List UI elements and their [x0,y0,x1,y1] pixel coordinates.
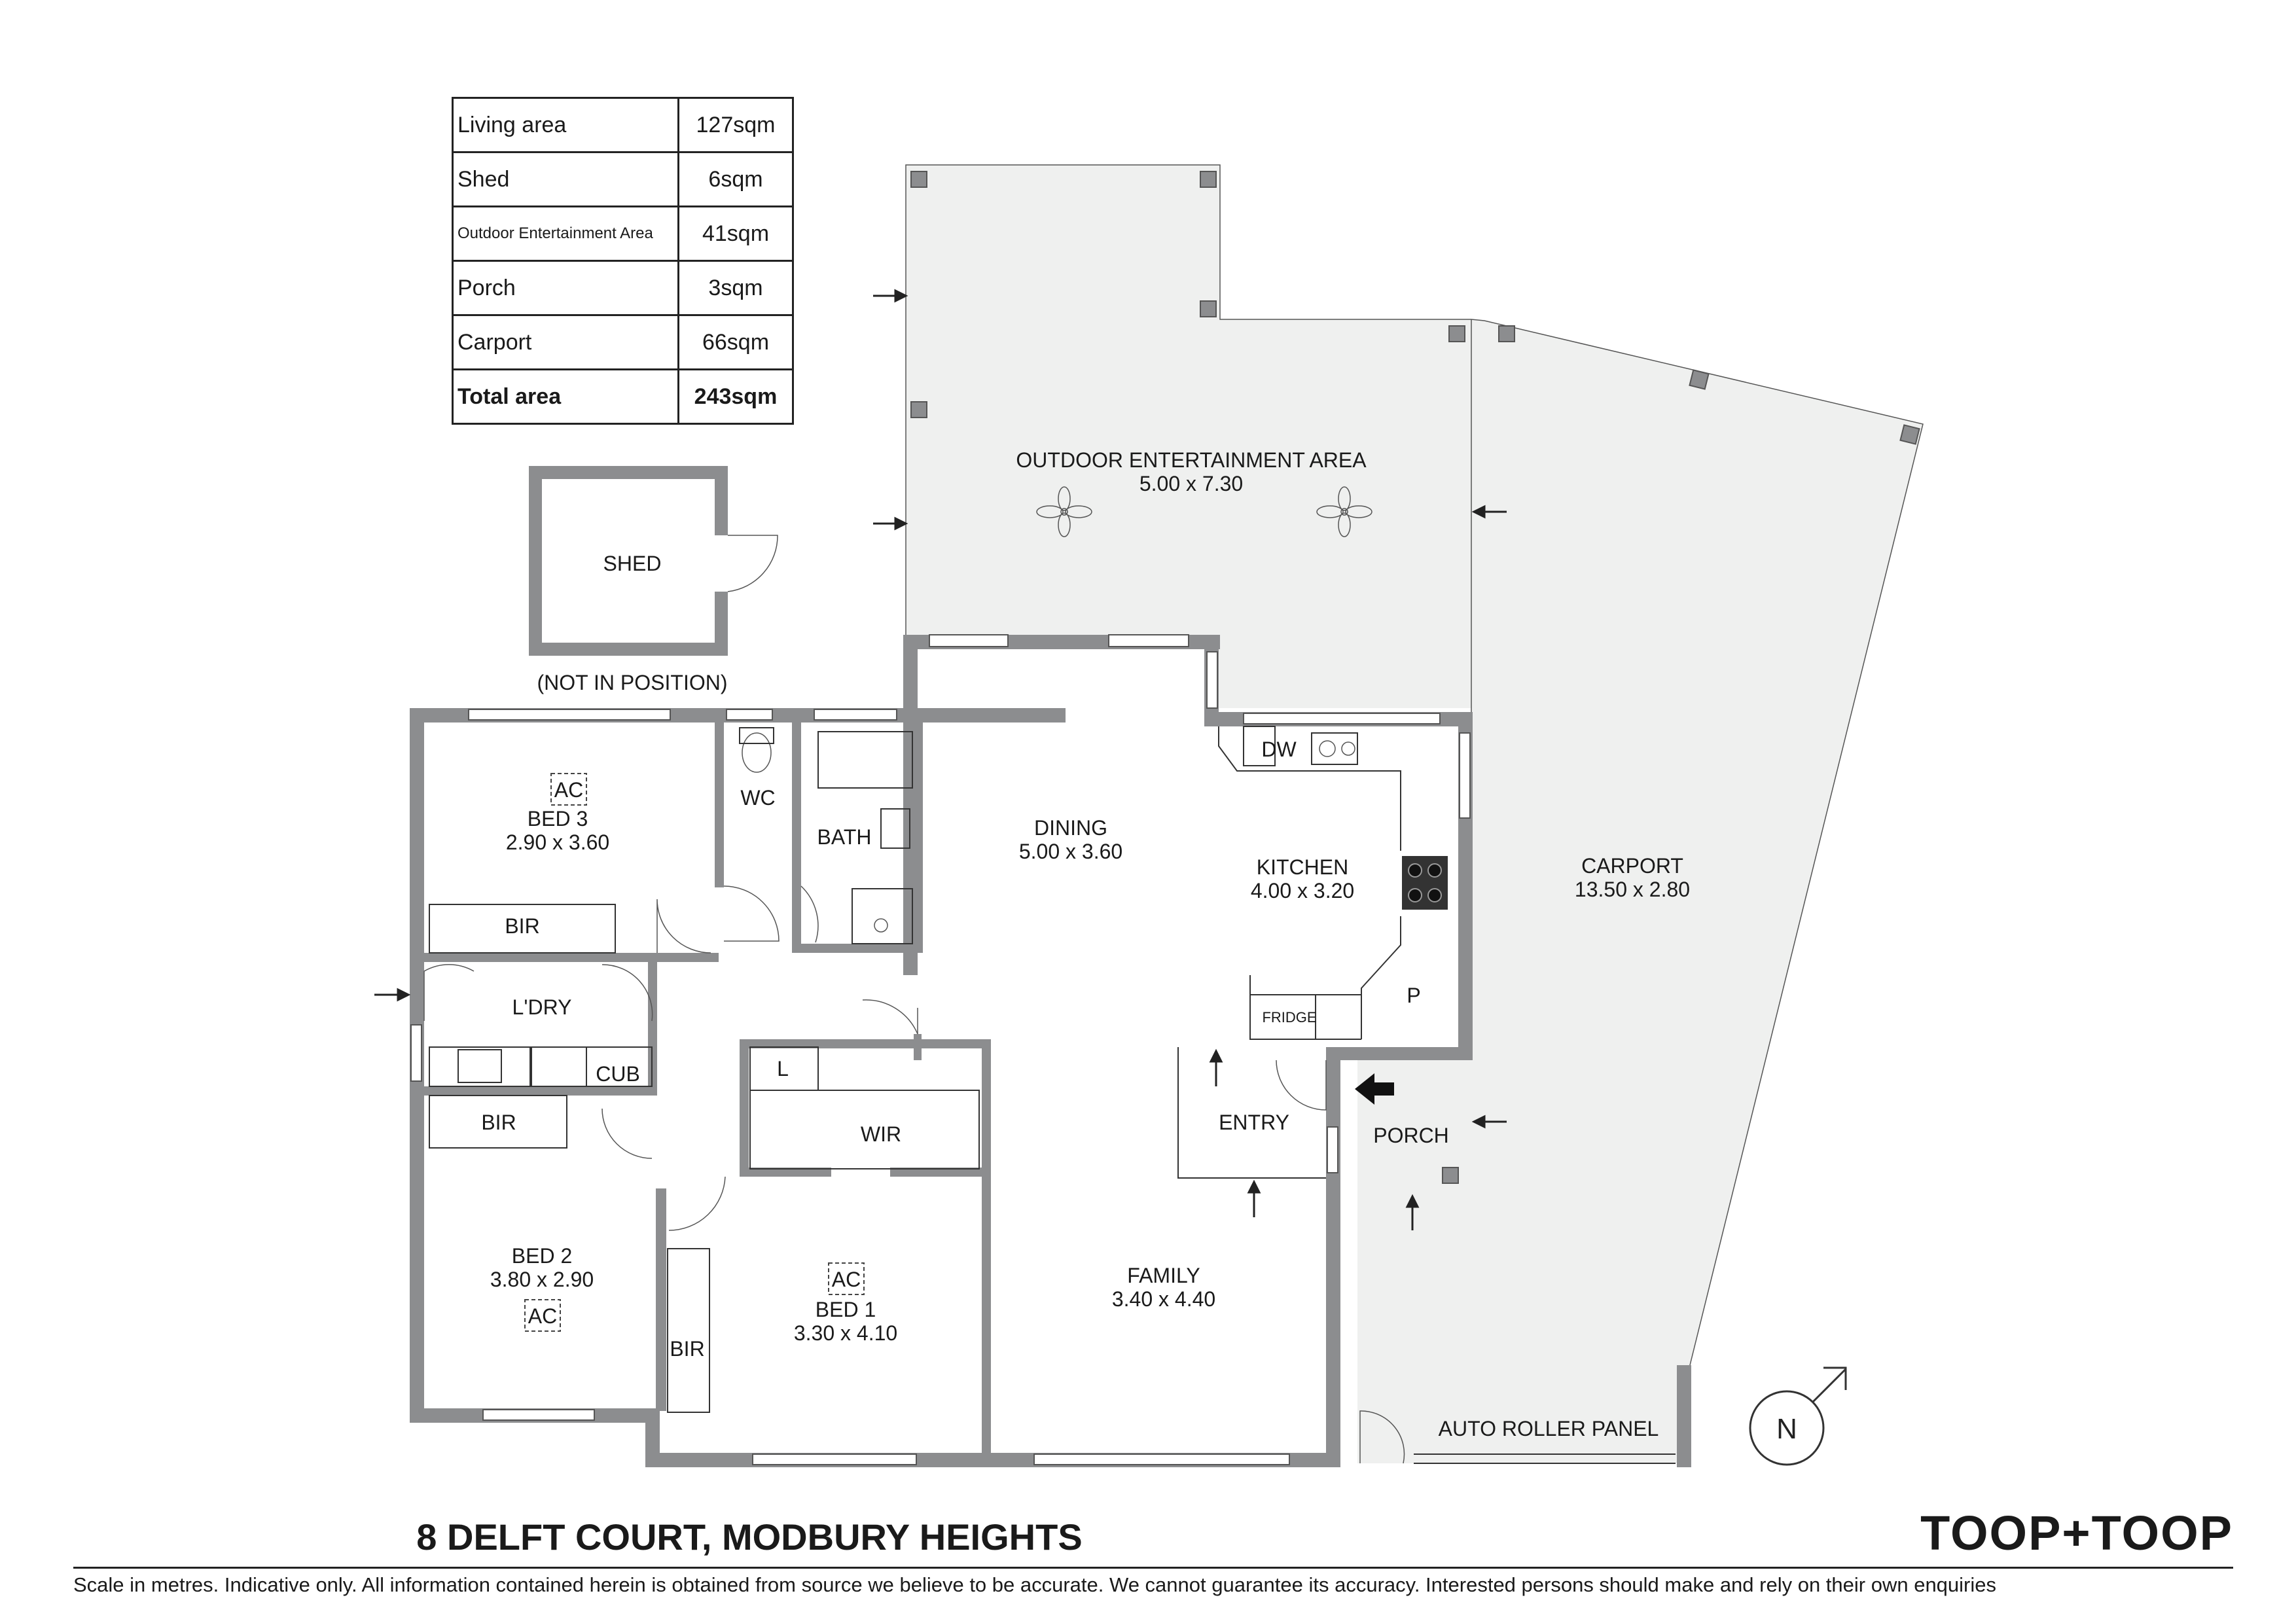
dining-name: DINING [1034,816,1107,840]
bed2-ac: AC [528,1304,557,1328]
dining-dims: 5.00 x 3.60 [1019,840,1122,863]
area-row-shed: Shed 6sqm [452,151,794,207]
fixtures [429,726,1448,1413]
shed [529,466,778,656]
fridge-label: FRIDGE [1262,1009,1316,1026]
area-row-porch: Porch 3sqm [452,260,794,316]
bed2-bir: BIR [481,1111,516,1134]
brand-logo: TOOP+TOOP [1920,1506,2233,1560]
area-row-total: Total area 243sqm [452,368,794,425]
bed2-name: BED 2 [512,1244,572,1268]
outdoor-area-dims: 5.00 x 7.30 [1139,472,1243,495]
posts [910,171,1920,1184]
linen-label: L [777,1057,789,1080]
bed1-name: BED 1 [816,1298,876,1321]
entry-name: ENTRY [1219,1111,1289,1134]
family-dims: 3.40 x 4.40 [1112,1287,1215,1311]
carport-name: CARPORT [1581,854,1683,878]
ac-icon [524,1299,561,1332]
ac-icon [828,1262,865,1295]
wir-name: WIR [861,1122,901,1146]
carport-fill [1357,319,1923,1463]
dishwasher-label: DW [1261,738,1297,761]
room-labels: OUTDOOR ENTERTAINMENT AREA 5.00 x 7.30 S… [481,448,1690,1440]
auto-roller-label: AUTO ROLLER PANEL [1439,1417,1659,1440]
area-value: 3sqm [677,260,794,316]
disclaimer-text: Scale in metres. Indicative only. All in… [73,1573,1997,1596]
kitchen-name: KITCHEN [1257,855,1348,879]
area-name: Shed [452,151,679,207]
area-value: 127sqm [677,97,794,153]
bed2-dims: 3.80 x 2.90 [490,1268,594,1291]
area-value: 41sqm [677,205,794,262]
wc-name: WC [740,786,775,810]
family-name: FAMILY [1127,1264,1200,1287]
area-name: Porch [452,260,679,316]
footer-divider [73,1567,2233,1569]
property-address: 8 DELFT COURT, MODBURY HEIGHTS [416,1516,1083,1558]
area-name: Carport [452,314,679,370]
bath-name: BATH [817,825,872,849]
area-name: Living area [452,97,679,153]
area-value: 6sqm [677,151,794,207]
carport-dims: 13.50 x 2.80 [1575,878,1690,901]
area-total-name: Total area [452,368,679,425]
bed1-bir: BIR [670,1337,704,1361]
ceiling-fan-icon [1036,486,1092,537]
doors [423,885,1691,1467]
shed-name: SHED [603,552,662,575]
bed3-bir: BIR [505,914,539,938]
area-row-carport: Carport 66sqm [452,314,794,370]
ac-icon [550,773,587,806]
cub-label: CUB [596,1062,640,1086]
laundry-name: L'DRY [512,995,572,1019]
bed3-name: BED 3 [528,807,588,830]
entrance-arrow-icon [1355,1073,1394,1105]
bed1-dims: 3.30 x 4.10 [794,1321,897,1345]
area-value: 66sqm [677,314,794,370]
bed3-dims: 2.90 x 3.60 [506,830,609,854]
windows [410,634,1471,1465]
walls [410,635,1473,1467]
shed-note: (NOT IN POSITION) [537,671,728,694]
area-row-living: Living area 127sqm [452,97,794,153]
bed1-ac: AC [832,1268,861,1291]
kitchen-dims: 4.00 x 3.20 [1251,879,1354,902]
arrows [374,289,1507,1230]
area-row-outdoor: Outdoor Entertainment Area 41sqm [452,205,794,262]
compass-label: N [1776,1413,1797,1445]
pantry-label: P [1407,984,1420,1007]
outdoor-area-name: OUTDOOR ENTERTAINMENT AREA [1016,448,1367,472]
area-total-value: 243sqm [677,368,794,425]
compass-icon: N [1749,1366,1847,1466]
bed3-ac: AC [554,778,583,802]
outdoor-outline [905,164,1471,635]
porch-name: PORCH [1373,1124,1449,1147]
area-table: Living area 127sqm Shed 6sqm Outdoor Ent… [452,97,794,425]
ceiling-fan-icon [1316,486,1372,537]
outdoor-area-fill [906,165,1471,708]
area-name: Outdoor Entertainment Area [452,205,679,262]
